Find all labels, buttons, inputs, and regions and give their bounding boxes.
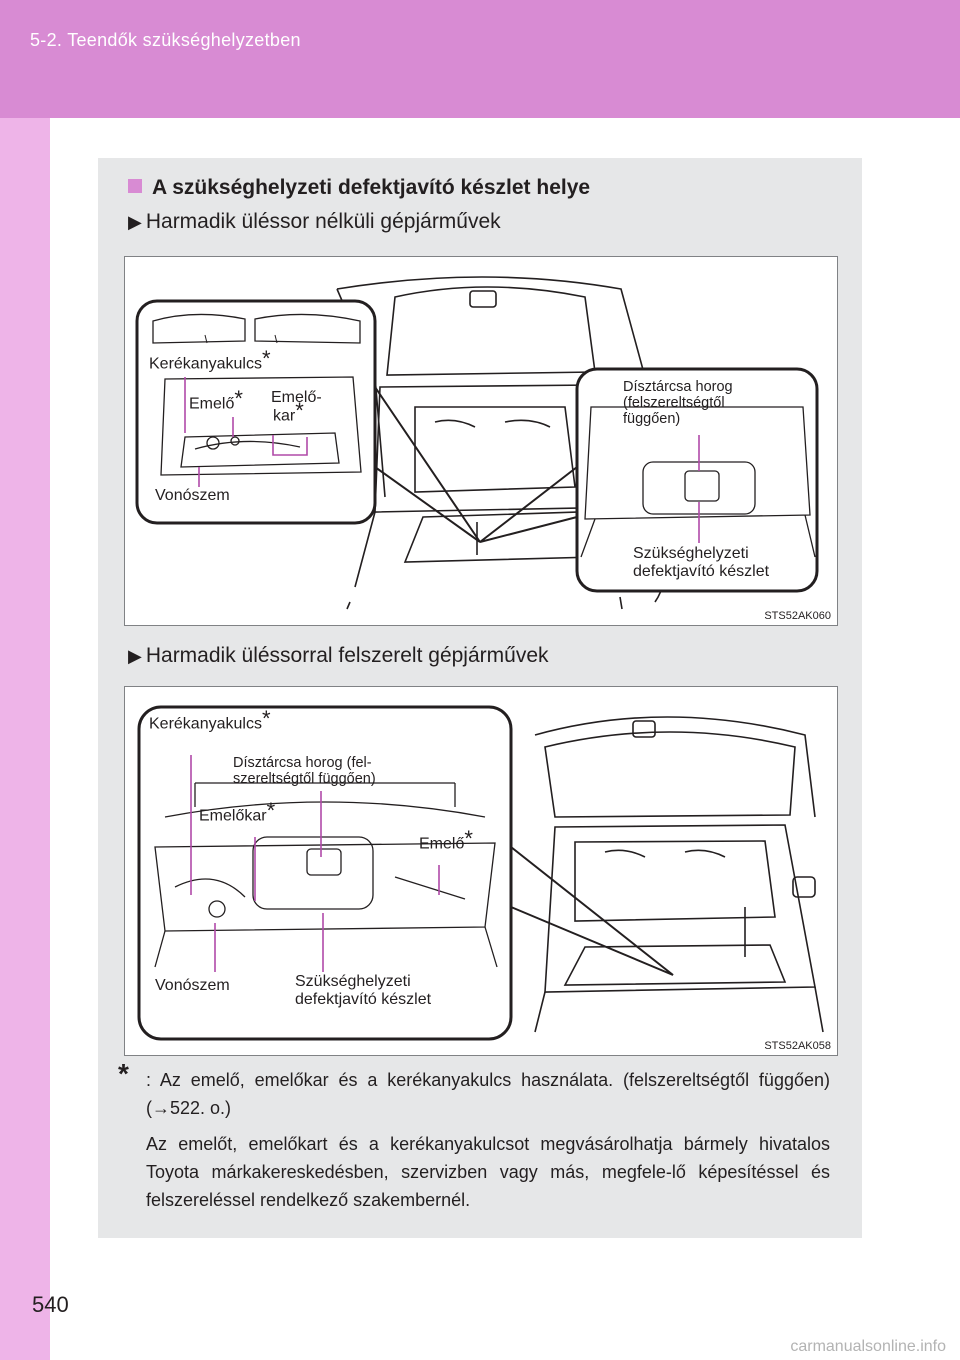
callout-b-hook: Dísztárcsa horog (fel-szereltségtől függ… (233, 755, 376, 787)
asterisk-mark: * (262, 346, 271, 371)
callout-b-jack-text: Emelő (419, 835, 464, 852)
watermark: carmanualsonline.info (790, 1338, 946, 1356)
callout-b-jack-handle: Emelőkar* (199, 807, 275, 825)
side-band (0, 118, 50, 1360)
figure-b-drawing (125, 687, 837, 1055)
chapter-band (0, 0, 960, 118)
square-bullet-icon (128, 179, 142, 193)
callout-b-wheel-nut-wrench: Kerékanyakulcs* (149, 715, 271, 733)
callout-b-jack-handle-text: Emelőkar (199, 807, 267, 824)
callout-b-jack: Emelő* (419, 835, 473, 853)
purchase-note: Az emelőt, emelőkart és a kerékanyakulcs… (122, 1130, 830, 1214)
callout-b-hook-line-1: Dísztárcsa horog (fel- (233, 755, 376, 771)
callout-b-repair-kit-line-1: Szükséghelyzeti (295, 973, 431, 991)
figure-a-code: STS52AK060 (764, 610, 831, 622)
callout-a-jack-handle: Emelő-kar* (271, 389, 322, 425)
panel-heading: A szükséghelyzeti defektjavító készlet h… (128, 176, 590, 200)
page-number: 540 (32, 1292, 69, 1318)
footnote-text: : Az emelő, emelőkar és a kerékanyakulcs… (146, 1070, 830, 1118)
callout-a-hook-line-2: (felszereltségtől (623, 395, 733, 411)
callout-a-jack: Emelő* (189, 395, 243, 413)
callout-a-wheel-nut-wrench: Kerékanyakulcs* (149, 355, 271, 373)
callout-a-hook-line-3: függően) (623, 411, 733, 427)
triangle-arrow-icon: ▶ (128, 212, 142, 233)
callout-a-jack-handle-line-2: kar (273, 407, 295, 424)
asterisk-mark: * (464, 826, 473, 851)
variant-a-heading: ▶Harmadik üléssor nélküli gépjárművek (128, 210, 501, 234)
callout-a-repair-kit-line-2: defektjavító készlet (633, 563, 769, 581)
asterisk-mark: * (262, 706, 271, 731)
callout-a-repair-kit-line-1: Szükséghelyzeti (633, 545, 769, 563)
callout-b-repair-kit-line-2: defektjavító készlet (295, 991, 431, 1009)
variant-a-label: Harmadik üléssor nélküli gépjárművek (146, 210, 501, 233)
callout-b-hook-line-2: szereltségtől függően) (233, 771, 376, 787)
callout-a-tow-eye: Vonószem (155, 487, 230, 505)
asterisk-mark: * (267, 798, 276, 823)
callout-b-tow-eye: Vonószem (155, 977, 230, 995)
variant-b-heading: ▶Harmadik üléssorral felszerelt gépjármű… (128, 644, 549, 668)
callout-a-wheel-nut-wrench-text: Kerékanyakulcs (149, 355, 262, 372)
triangle-arrow-icon: ▶ (128, 646, 142, 667)
figure-b-code: STS52AK058 (764, 1040, 831, 1052)
footnote: *: Az emelő, emelőkar és a kerékanyakulc… (122, 1066, 830, 1122)
section-header: 5-2. Teendők szükséghelyzetben (30, 30, 301, 51)
variant-b-label: Harmadik üléssorral felszerelt gépjárműv… (146, 644, 549, 667)
footnote-asterisk: * (118, 1060, 129, 1088)
panel-heading-text: A szükséghelyzeti defektjavító készlet h… (152, 176, 590, 199)
callout-a-hook-line-1: Dísztárcsa horog (623, 379, 733, 395)
figure-variant-b: Kerékanyakulcs* Dísztárcsa horog (fel-sz… (124, 686, 838, 1056)
asterisk-mark: * (234, 386, 243, 411)
callout-a-jack-text: Emelő (189, 395, 234, 412)
figure-variant-a: Kerékanyakulcs* Emelő* Emelő-kar* Vonósz… (124, 256, 838, 626)
callout-b-wheel-nut-wrench-text: Kerékanyakulcs (149, 715, 262, 732)
asterisk-mark: * (295, 398, 304, 423)
callout-a-jack-handle-line-2-wrap: kar* (271, 407, 322, 425)
